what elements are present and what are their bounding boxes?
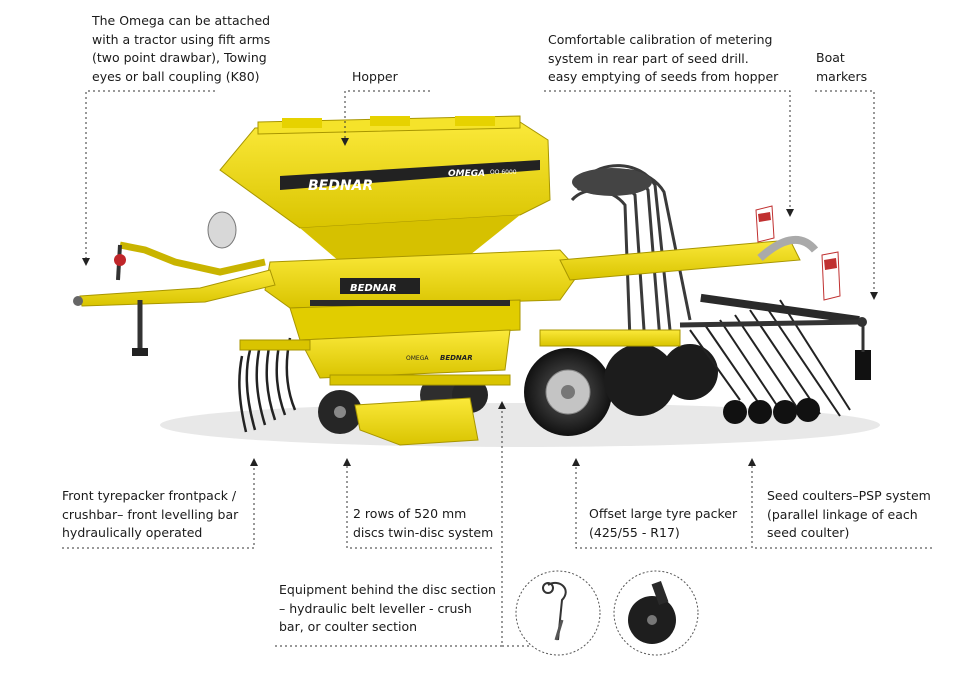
distributor-head — [572, 168, 652, 196]
frame-model-small: OMEGA — [406, 355, 429, 362]
hopper-brand-text: BEDNAR — [308, 178, 373, 194]
leader-lines — [62, 90, 932, 647]
disc-section — [318, 374, 511, 446]
callout-discs: 2 rows of 520 mm discs twin-disc system — [353, 506, 494, 540]
ground-shadow — [160, 403, 880, 447]
callout-tyre-packer: Offset large tyre packer (425/55 - R17) — [589, 506, 738, 540]
hose-reel — [207, 211, 237, 249]
drawbar — [73, 241, 276, 356]
callout-equipment: Equipment behind the disc section – hydr… — [279, 582, 496, 634]
front-crushbar — [238, 337, 297, 433]
main-frame: BEDNAR OMEGA BEDNAR — [264, 249, 581, 379]
callout-attach: The Omega can be attached with a tractor… — [92, 13, 271, 84]
frame-brand-text: BEDNAR — [350, 283, 397, 294]
boat-markers — [679, 205, 871, 380]
callout-calibration: Comfortable calibration of metering syst… — [548, 32, 779, 84]
callout-seed-coulters: Seed coulters–PSP system (parallel linka… — [767, 488, 931, 540]
hopper-model-code: OO 6000 — [490, 169, 517, 176]
callout-front-packer: Front tyrepacker frontpack / crushbar– f… — [62, 488, 239, 540]
callout-boat-markers: Boat markers — [816, 50, 868, 84]
hopper: BEDNAR OMEGA OO 6000 — [219, 115, 551, 262]
hopper-model-text: OMEGA — [448, 169, 485, 179]
frame-brand-small: BEDNAR — [440, 354, 473, 362]
detail-inset-coulter — [613, 570, 699, 656]
tyre-packer — [524, 329, 718, 436]
detail-inset-leveller — [515, 570, 601, 656]
callout-hopper: Hopper — [352, 69, 398, 84]
seed-coulters — [559, 239, 860, 424]
crushbar-mount — [239, 339, 311, 351]
